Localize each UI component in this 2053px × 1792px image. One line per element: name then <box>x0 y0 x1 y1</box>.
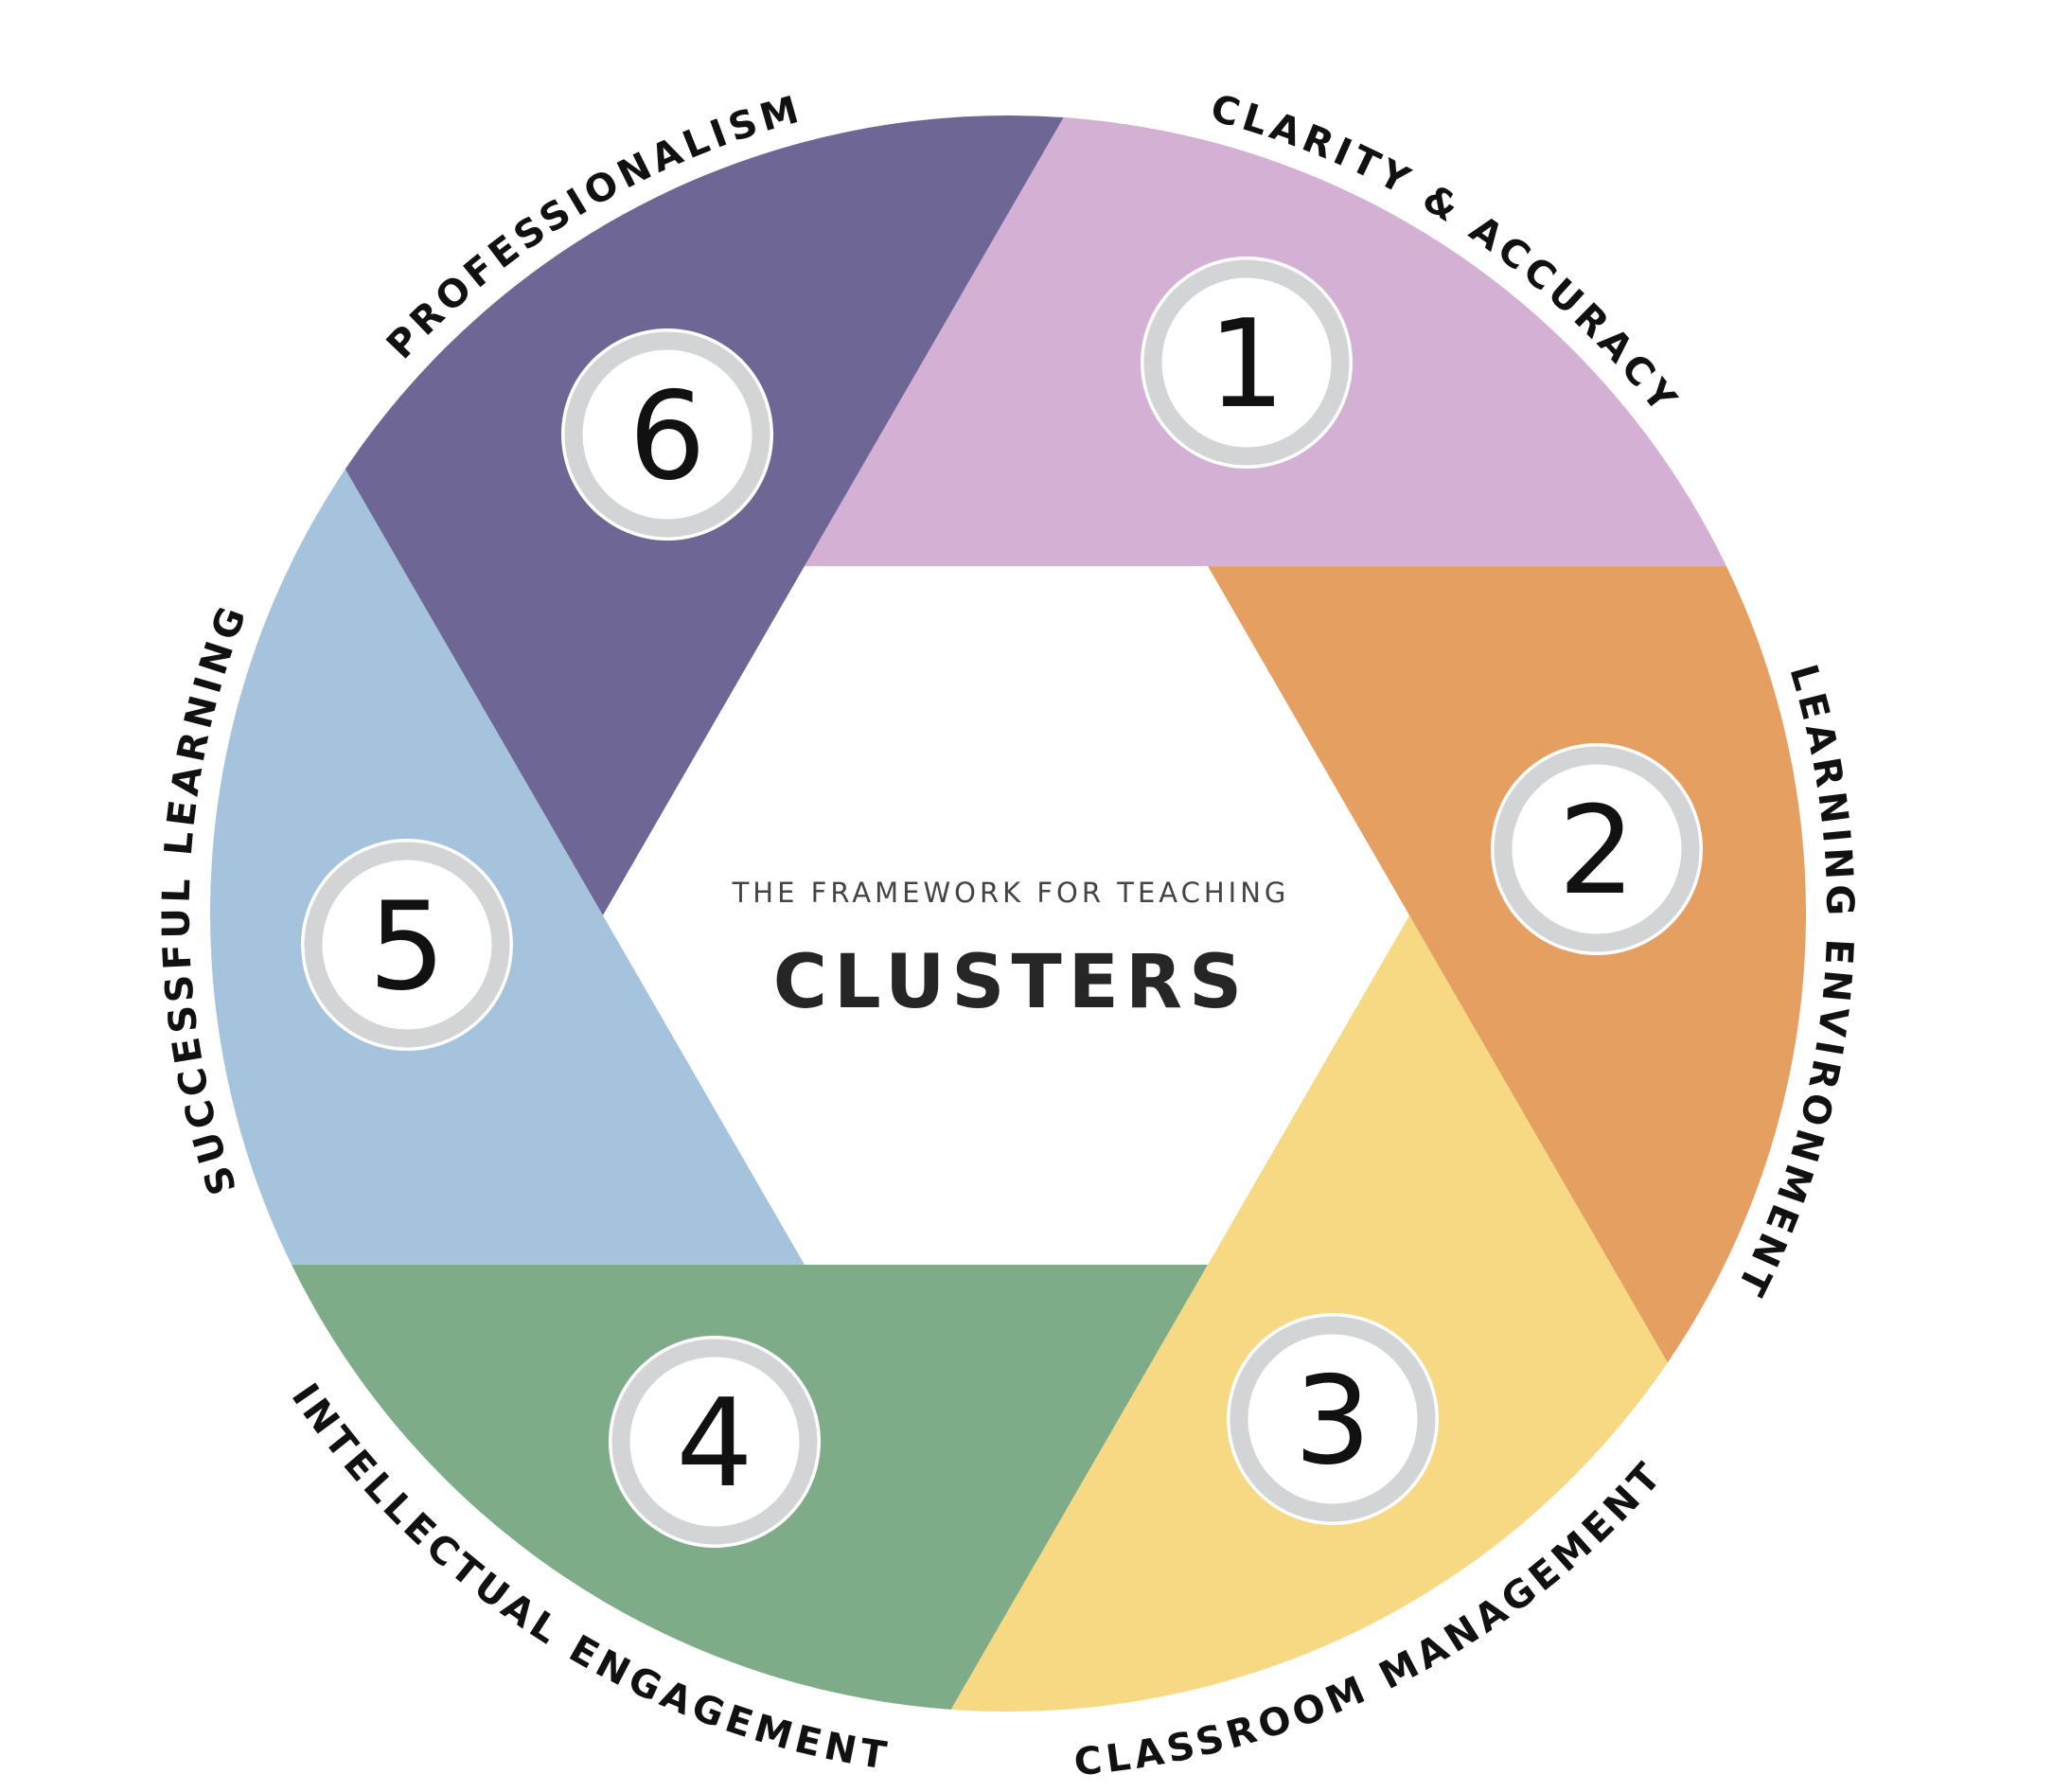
cluster-number-badge-4: 4 <box>609 1336 821 1548</box>
cluster-number-badge-6: 6 <box>561 328 773 541</box>
cluster-number: 2 <box>1558 781 1635 922</box>
cluster-number-badge-3: 3 <box>1227 1313 1439 1525</box>
cluster-number: 4 <box>676 1374 752 1515</box>
cluster-segment-3 <box>950 915 1668 1712</box>
center-hexagon <box>603 566 1409 1265</box>
center-title: CLUSTERS <box>773 940 1248 1025</box>
cluster-number: 6 <box>628 366 705 507</box>
cluster-number: 1 <box>1208 294 1284 435</box>
cluster-number-badge-2: 2 <box>1491 743 1703 955</box>
cluster-number: 5 <box>368 877 445 1018</box>
cluster-number-badge-5: 5 <box>301 839 513 1051</box>
cluster-segment-5 <box>209 469 805 1265</box>
center-subtitle: THE FRAMEWORK FOR TEACHING <box>732 877 1290 909</box>
cluster-number: 3 <box>1294 1351 1371 1492</box>
cluster-number-badge-1: 1 <box>1141 257 1353 469</box>
